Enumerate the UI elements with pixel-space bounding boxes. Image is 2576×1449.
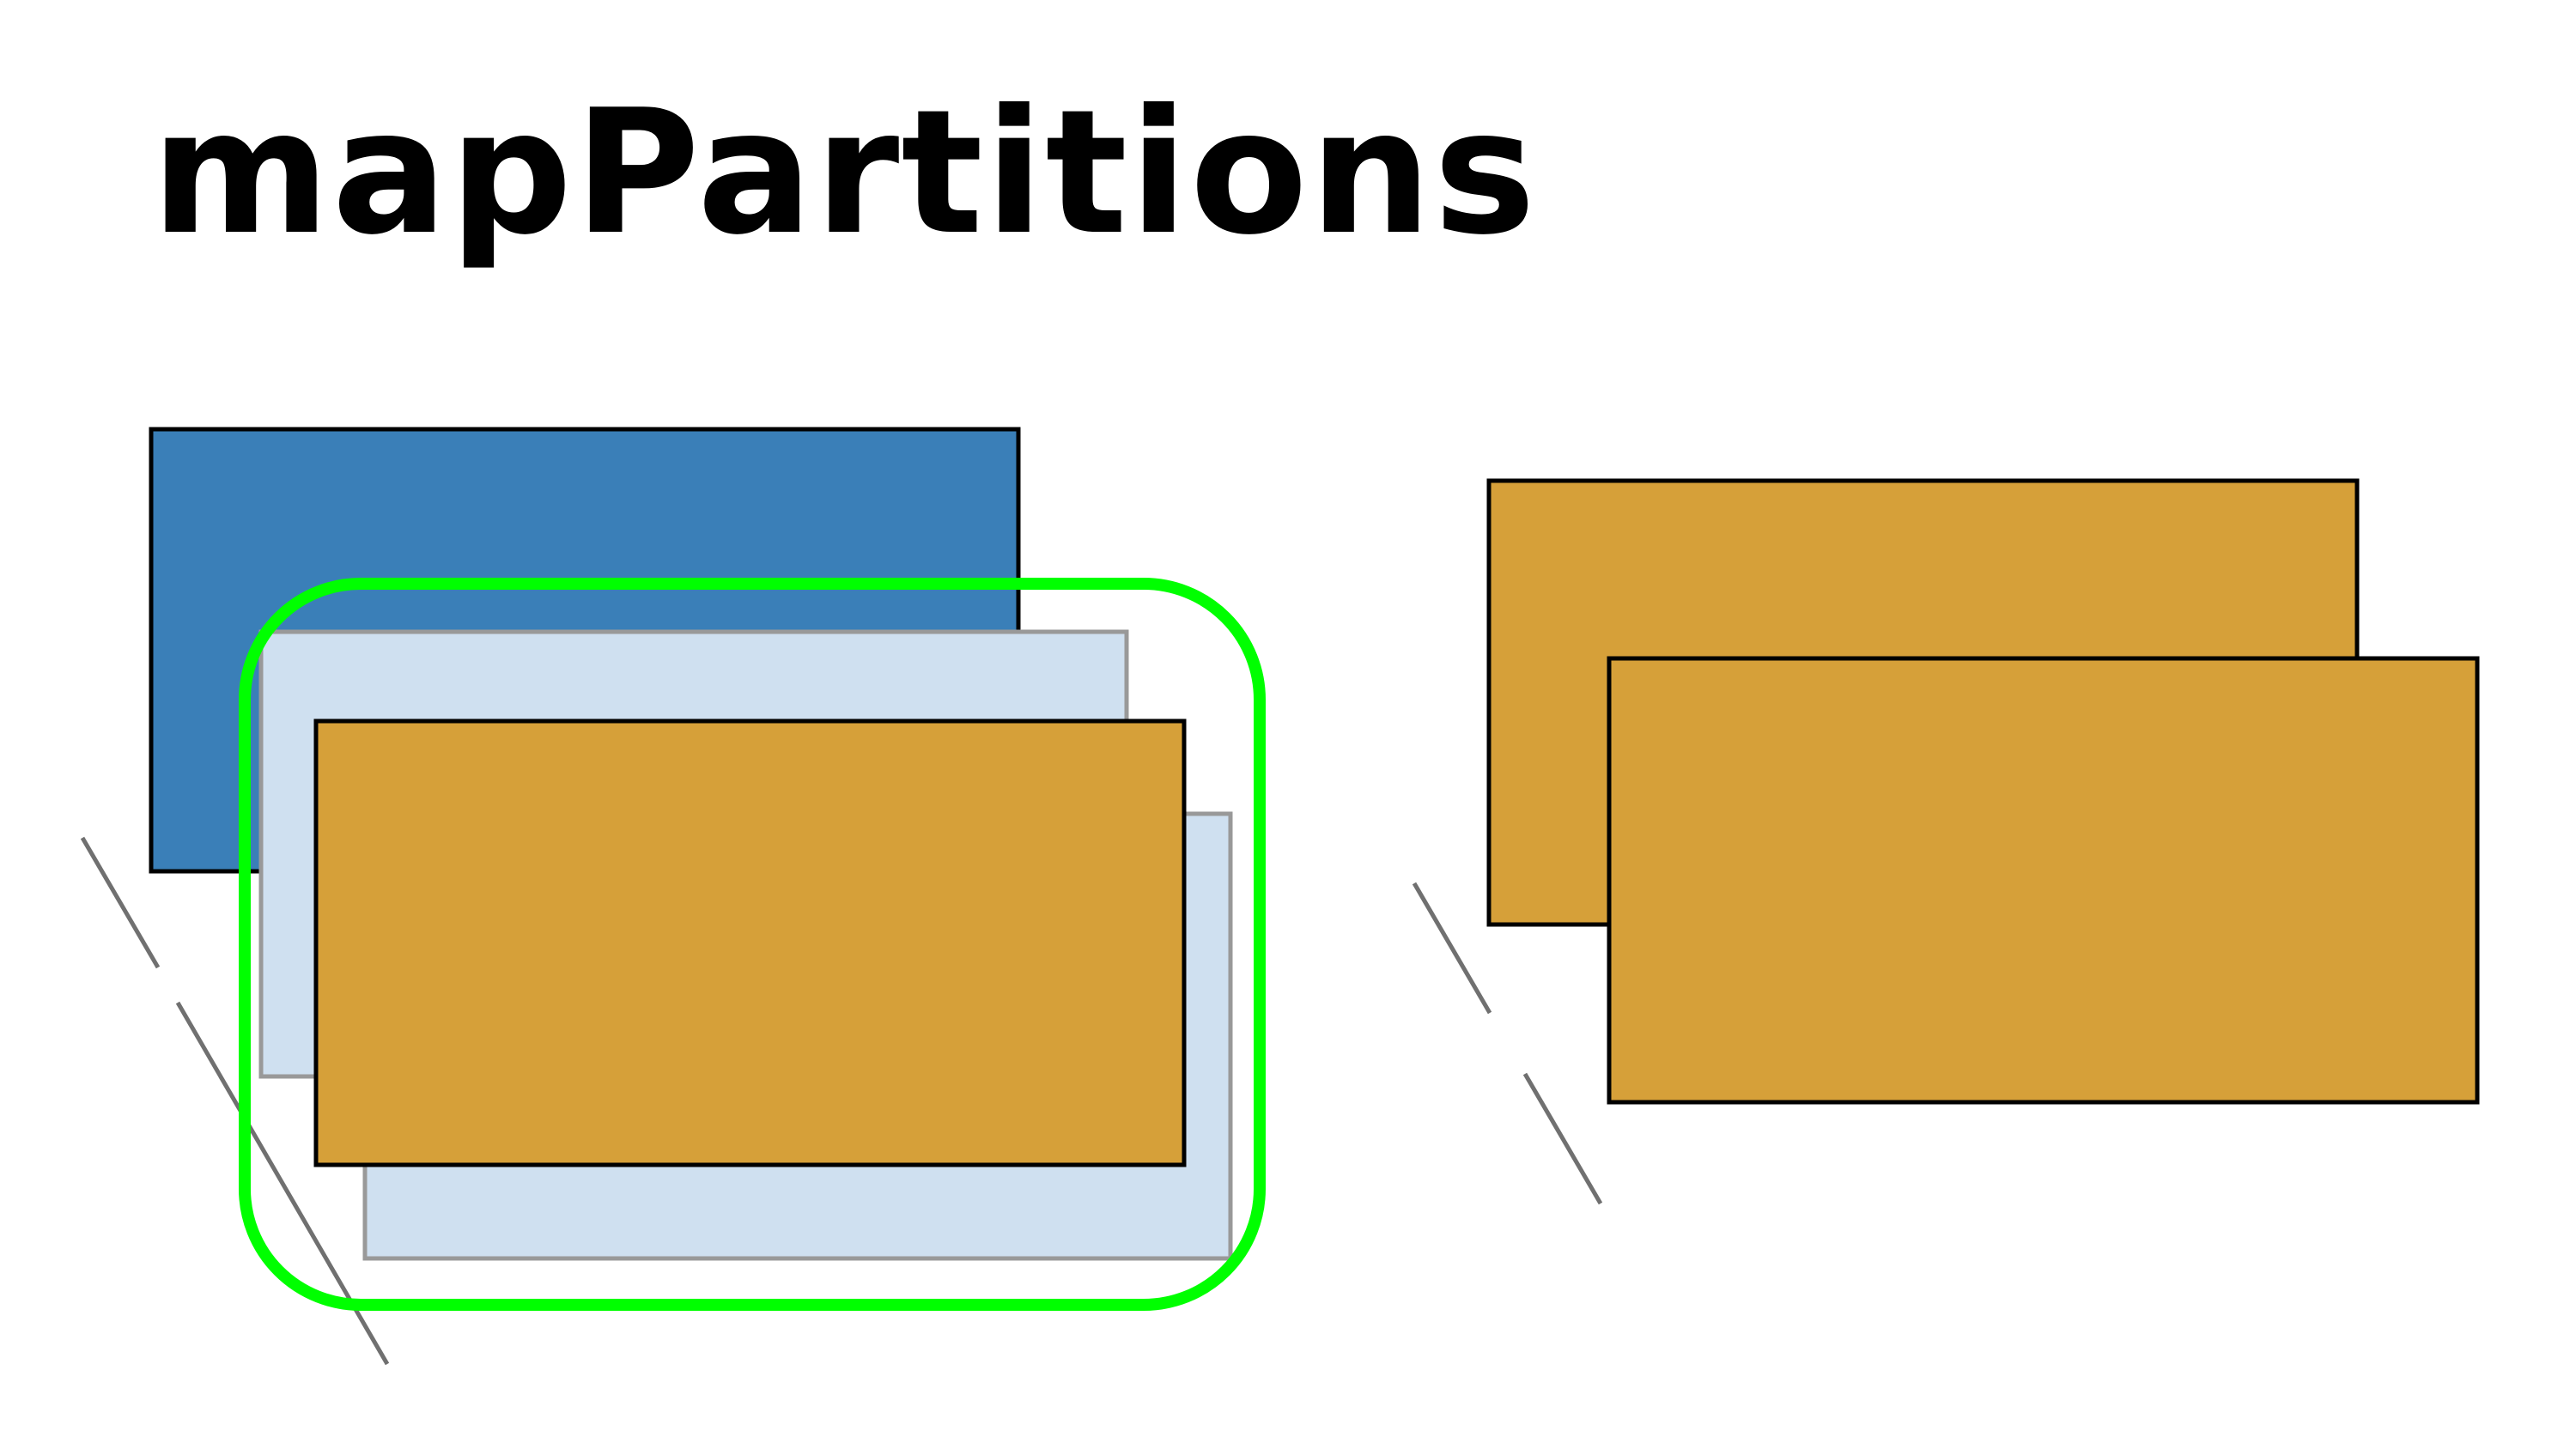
- slide-title: mapPartitions: [151, 73, 1538, 273]
- output-partition-right-front: [1607, 656, 2480, 1105]
- selection-highlight: [239, 578, 1266, 1311]
- left-partition-group: [80, 427, 1266, 1366]
- output-partition-left: [313, 718, 1187, 1167]
- right-dash-2: [1522, 1072, 1603, 1205]
- left-dash-1: [80, 836, 161, 969]
- right-partition-group: [1412, 478, 2480, 1205]
- right-continuation-dashes: [1412, 882, 1603, 1205]
- right-dash-1: [1412, 882, 1492, 1015]
